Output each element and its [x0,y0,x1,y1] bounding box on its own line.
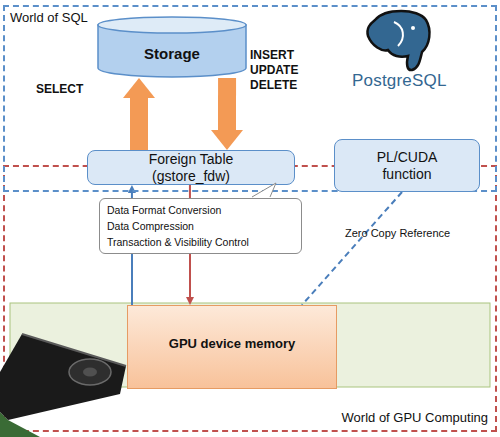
edge-label: SELECT [36,82,96,97]
node-text: World of SQL [10,10,88,25]
node-text: Transaction & Visibility Control [107,234,301,250]
connector [302,192,402,305]
node-text: Data Format Conversion [107,202,301,218]
node-text: World of GPU Computing [342,410,488,425]
memory-box: GPU device memory [127,305,337,389]
process-box: PL/CUDA function [334,139,480,192]
node-text: PL/CUDA function [362,149,452,183]
postgresql-logo [367,11,429,70]
world-band: World of SQL StorageForeign Table (gstore… [3,5,497,192]
gpu-card [0,334,126,437]
world-band: World of GPU Computing Data Format Conver… [3,165,497,432]
node-text: Storage [144,45,200,62]
node-text: Data Compression [107,218,301,234]
process-box: Foreign Table (gstore_fdw) [87,150,295,185]
edge-label: Zero Copy Reference [345,226,475,241]
callout-box: Data Format ConversionData CompressionTr… [99,198,302,254]
connector [218,78,236,130]
logo-text: PostgreSQL [352,71,447,91]
connector [130,98,148,150]
storage-cylinder: Storage [97,16,247,78]
edge-label: INSERT UPDATE DELETE [250,48,308,93]
callout-tail [252,183,276,197]
node-text: Foreign Table (gstore_fdw) [136,151,246,185]
node-text: GPU device memory [169,336,295,351]
